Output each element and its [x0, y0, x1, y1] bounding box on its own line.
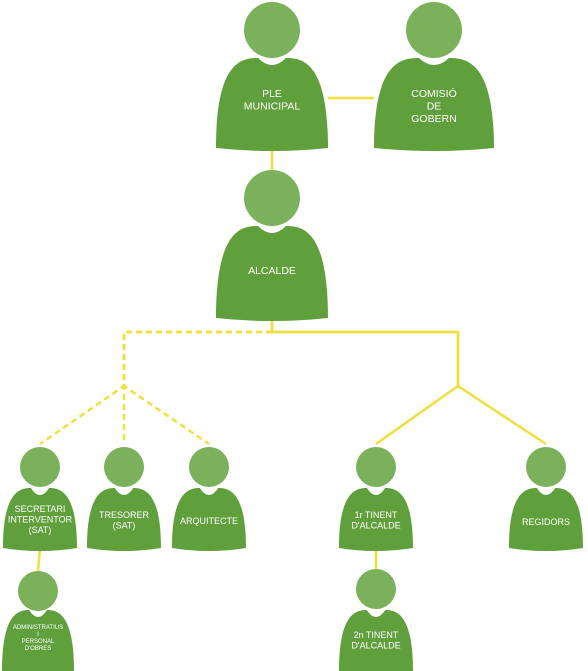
person-head-icon — [104, 447, 144, 487]
node-tresorer: TRESORER(SAT) — [87, 447, 161, 551]
person-head-icon — [356, 569, 396, 609]
node-label-tresorer: TRESORER — [99, 510, 150, 520]
node-label-tresorer: (SAT) — [113, 521, 136, 531]
node-alcalde: ALCALDE — [216, 170, 328, 321]
node-label-comisio: DE — [427, 100, 442, 112]
person-body-icon — [374, 58, 494, 151]
node-label-arquitecte: ARQUITECTE — [180, 516, 238, 526]
person-body-icon — [216, 58, 328, 151]
node-label-administratius: D'OBRES — [25, 646, 51, 652]
person-body-icon — [2, 610, 74, 671]
connector-alcalde-regidors — [270, 318, 547, 446]
node-label-alcalde: ALCALDE — [248, 265, 296, 277]
connectors — [36, 96, 547, 572]
person-head-icon — [20, 447, 60, 487]
node-label-secretari: INTERVENTOR — [8, 515, 73, 525]
node-label-secretari: (SAT) — [29, 525, 52, 535]
node-label-administratius: ADMINISTRATIUS — [13, 625, 63, 631]
person-body-icon — [3, 488, 77, 551]
node-label-comisio: COMISIÓ — [411, 87, 457, 100]
node-arquitecte: ARQUITECTE — [172, 447, 246, 551]
node-regidors: REGIDORS — [509, 447, 583, 551]
connector-alcalde-secretari — [39, 330, 272, 446]
person-head-icon — [406, 2, 462, 58]
person-body-icon — [339, 488, 413, 551]
person-head-icon — [356, 447, 396, 487]
person-head-icon — [244, 170, 300, 226]
person-body-icon — [87, 488, 161, 551]
node-label-administratius: PERSONAL — [22, 639, 55, 645]
person-head-icon — [526, 447, 566, 487]
person-body-icon — [216, 226, 328, 321]
node-label-tinent1: D'ALCALDE — [351, 521, 400, 531]
person-head-icon — [189, 447, 229, 487]
connector-alcalde-tinent1 — [270, 318, 460, 446]
node-label-ple: PLE — [262, 88, 282, 100]
connector-secretari-administratius — [36, 547, 42, 572]
node-label-tinent2: 2n TINENT — [354, 630, 399, 640]
node-label-ple: MUNICIPAL — [244, 100, 301, 112]
node-label-comisio: GOBERN — [411, 113, 457, 125]
connector-alcalde-arquitecte — [122, 330, 272, 446]
person-body-icon — [339, 610, 413, 671]
person-head-icon — [244, 2, 300, 58]
person-head-icon — [18, 571, 58, 611]
node-label-tinent1: 1r TINENT — [355, 510, 398, 520]
person-body-icon — [509, 488, 583, 551]
node-label-tinent2: D'ALCALDE — [351, 641, 400, 651]
node-label-administratius: I — [37, 632, 39, 638]
person-body-icon — [172, 488, 246, 551]
connector-alcalde-tresorer — [122, 330, 272, 444]
node-label-secretari: SECRETARI — [15, 504, 66, 514]
node-label-regidors: REGIDORS — [522, 517, 570, 527]
